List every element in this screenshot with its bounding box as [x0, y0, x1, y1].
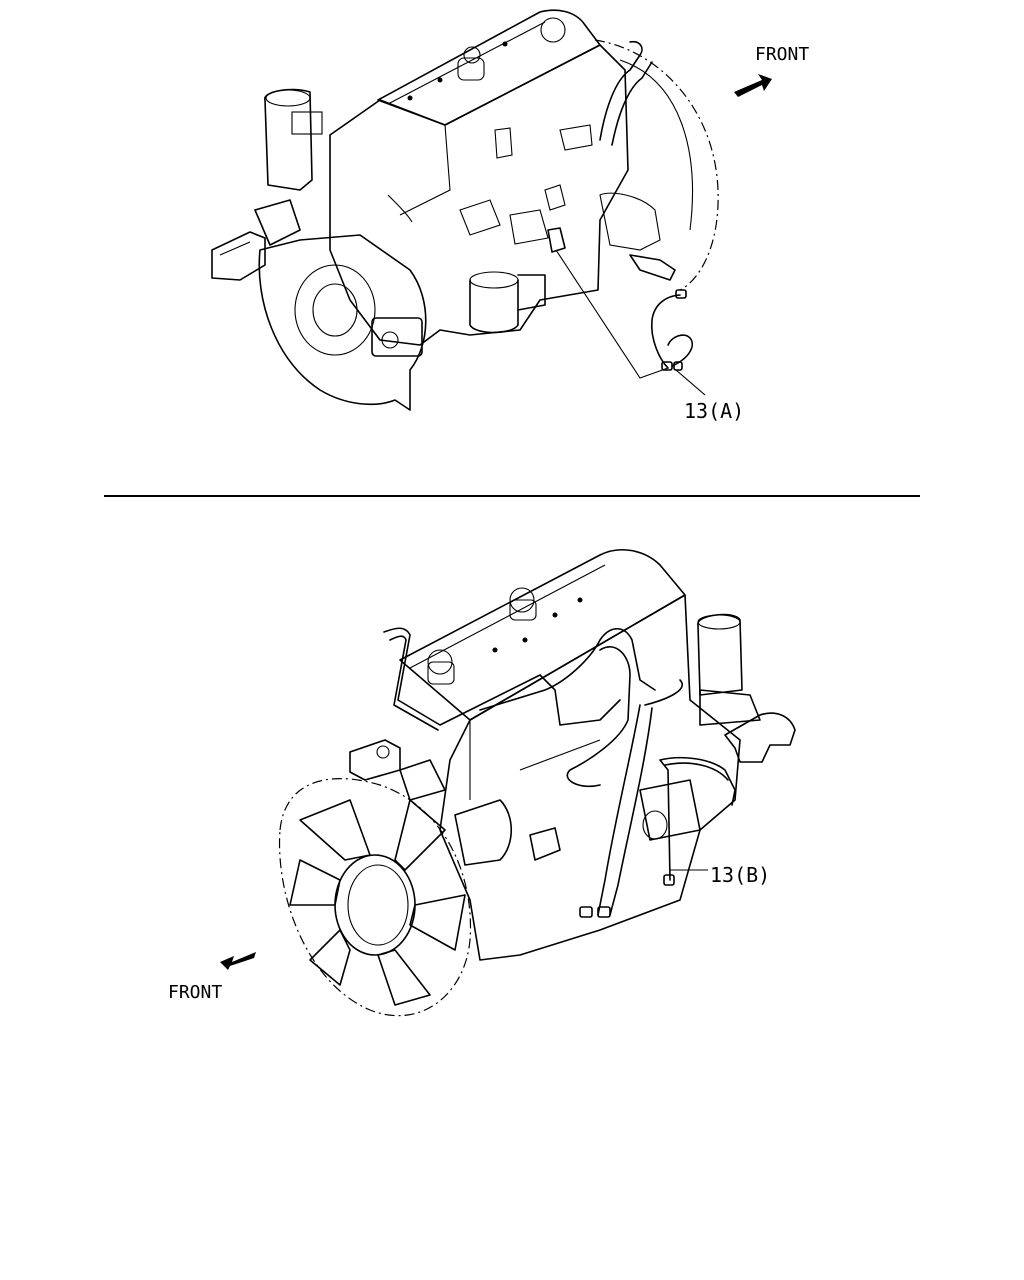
- bottom-sensor-harness: [659, 756, 736, 881]
- bottom-callout-label: 13(B): [710, 863, 770, 887]
- top-leader-line: [555, 249, 669, 379]
- bottom-left-pipe: [383, 627, 621, 726]
- bottom-fan-shroud: [278, 778, 472, 1017]
- bottom-main-harness: [597, 704, 641, 916]
- bottom-fan-blades: [289, 799, 466, 1006]
- top-front-label: FRONT: [755, 44, 809, 65]
- top-sensor-mount: [547, 227, 566, 253]
- top-intake-column: [264, 88, 313, 191]
- top-engine-block: [329, 44, 629, 346]
- top-front-arrow-icon: [734, 74, 772, 97]
- bottom-engine-block: [439, 594, 741, 961]
- top-engine-view: 13(A) FRONT: [211, 9, 809, 423]
- bottom-front-arrow-icon: [220, 952, 256, 970]
- top-sensor-harness: [650, 294, 681, 369]
- top-callout-label: 13(A): [684, 399, 744, 423]
- top-timing-cover-inner: [619, 59, 693, 231]
- top-callout-leader: [675, 369, 706, 396]
- bottom-rocker-cover: [399, 549, 686, 721]
- top-rocker-cover: [377, 9, 601, 126]
- bottom-front-label: FRONT: [168, 982, 222, 1003]
- bottom-upper-hose: [479, 627, 656, 711]
- top-timing-cover: [594, 39, 719, 291]
- top-flywheel-housing: [258, 234, 427, 411]
- bottom-fan-hub: [334, 854, 416, 956]
- bottom-engine-view: 13(B) FRONT: [168, 549, 796, 1017]
- top-front-bracket: [211, 231, 266, 281]
- bottom-intake-column: [697, 613, 743, 696]
- top-fuel-filter: [469, 279, 519, 334]
- top-coolant-pipe: [599, 40, 643, 141]
